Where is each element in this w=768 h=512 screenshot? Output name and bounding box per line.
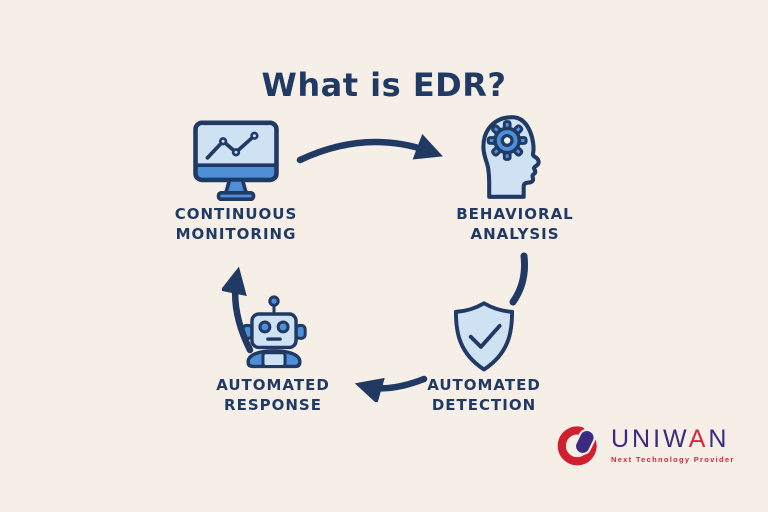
head-gear-icon (481, 115, 541, 199)
label-line-1: CONTINUOUS (174, 205, 298, 223)
brand-accent-letter: A (688, 425, 709, 453)
label-continuous-monitoring: CONTINUOUS MONITORING (136, 204, 336, 244)
label-line-2: DETECTION (431, 396, 537, 414)
brand-prefix: UNIW (611, 425, 689, 453)
uniwan-logo: UNIWAN Next Technology Provider (556, 415, 735, 467)
brand-suffix: N (708, 425, 730, 453)
label-automated-response: AUTOMATED RESPONSE (173, 375, 373, 415)
gear-icon (486, 120, 528, 161)
label-line-2: MONITORING (175, 225, 297, 243)
label-line-1: AUTOMATED (427, 376, 541, 394)
uniwan-logo-mark-icon (557, 426, 597, 466)
page-title: What is EDR? (261, 66, 507, 104)
connector-analysis-to-detection-icon (509, 252, 528, 306)
arrow-detection-to-response-icon (354, 375, 428, 402)
brand-tagline: Next Technology Provider (611, 455, 735, 464)
label-line-1: BEHAVIORAL (456, 205, 574, 223)
label-automated-detection: AUTOMATED DETECTION (384, 375, 584, 415)
arrow-monitoring-to-analysis-icon (296, 133, 443, 164)
monitor-icon (193, 120, 279, 202)
brand-name: UNIWAN (611, 427, 735, 452)
robot-icon (241, 295, 307, 369)
uniwan-logo-text: UNIWAN Next Technology Provider (611, 415, 735, 465)
shield-check-icon (453, 301, 515, 372)
label-behavioral-analysis: BEHAVIORAL ANALYSIS (415, 204, 615, 244)
label-line-1: AUTOMATED (216, 376, 330, 394)
label-line-2: RESPONSE (224, 396, 322, 414)
arrow-response-to-monitoring-icon (222, 266, 254, 354)
label-line-2: ANALYSIS (470, 225, 560, 243)
